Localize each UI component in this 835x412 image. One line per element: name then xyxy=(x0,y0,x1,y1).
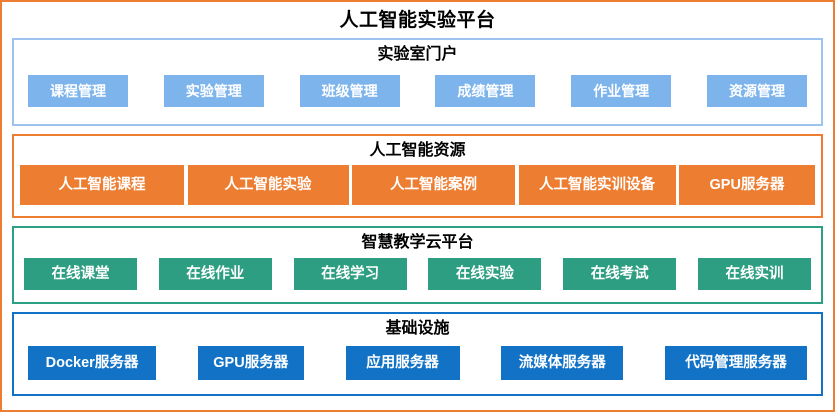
resource-item-ai-training-equipment[interactable]: 人工智能实训设备 xyxy=(518,165,676,205)
cloud-item-online-exam[interactable]: 在线考试 xyxy=(563,258,677,290)
layer-ai-resource-items: 人工智能课程 人工智能实验 人工智能案例 人工智能实训设备 GPU服务器 xyxy=(14,162,821,216)
layer-infrastructure-title: 基础设施 xyxy=(385,320,450,337)
cloud-item-online-learning[interactable]: 在线学习 xyxy=(293,258,407,290)
portal-item-experiment-management[interactable]: 实验管理 xyxy=(163,75,264,107)
layer-smart-teaching-cloud-title: 智慧教学云平台 xyxy=(361,234,474,251)
infra-item-docker-server[interactable]: Docker服务器 xyxy=(28,346,156,380)
layer-smart-teaching-cloud: 智慧教学云平台 在线课堂 在线作业 在线学习 在线实验 在线考试 在线实训 xyxy=(12,226,823,304)
layer-portal-items: 课程管理 实验管理 班级管理 成绩管理 作业管理 资源管理 xyxy=(14,66,821,124)
resource-item-ai-course[interactable]: 人工智能课程 xyxy=(20,165,184,205)
resource-item-ai-case[interactable]: 人工智能案例 xyxy=(352,165,515,205)
resource-item-ai-experiment[interactable]: 人工智能实验 xyxy=(187,165,349,205)
layer-portal: 实验室门户 课程管理 实验管理 班级管理 成绩管理 作业管理 资源管理 xyxy=(12,38,823,126)
layer-infrastructure-items: Docker服务器 GPU服务器 应用服务器 流媒体服务器 代码管理服务器 xyxy=(14,340,821,394)
layer-smart-teaching-cloud-items: 在线课堂 在线作业 在线学习 在线实验 在线考试 在线实训 xyxy=(14,254,821,302)
diagram-title: 人工智能实验平台 xyxy=(339,10,496,31)
layer-ai-resource-title: 人工智能资源 xyxy=(369,142,466,159)
resource-item-gpu-server[interactable]: GPU服务器 xyxy=(679,165,815,205)
portal-item-course-management[interactable]: 课程管理 xyxy=(28,75,128,107)
layer-portal-title: 实验室门户 xyxy=(377,46,458,63)
cloud-item-online-homework[interactable]: 在线作业 xyxy=(158,258,272,290)
portal-item-grade-management[interactable]: 成绩管理 xyxy=(435,75,536,107)
cloud-item-online-training[interactable]: 在线实训 xyxy=(697,258,811,290)
infra-item-streaming-media-server[interactable]: 流媒体服务器 xyxy=(501,346,624,380)
portal-item-resource-management[interactable]: 资源管理 xyxy=(706,75,807,107)
infra-item-application-server[interactable]: 应用服务器 xyxy=(345,346,460,380)
cloud-item-online-classroom[interactable]: 在线课堂 xyxy=(24,258,137,290)
portal-item-homework-management[interactable]: 作业管理 xyxy=(571,75,672,107)
infra-item-code-management-server[interactable]: 代码管理服务器 xyxy=(665,346,807,380)
portal-item-class-management[interactable]: 班级管理 xyxy=(299,75,400,107)
cloud-item-online-experiment[interactable]: 在线实验 xyxy=(428,258,542,290)
infra-item-gpu-server[interactable]: GPU服务器 xyxy=(197,346,304,380)
layer-infrastructure: 基础设施 Docker服务器 GPU服务器 应用服务器 流媒体服务器 代码管理服… xyxy=(12,312,823,396)
layer-ai-resource: 人工智能资源 人工智能课程 人工智能实验 人工智能案例 人工智能实训设备 GPU… xyxy=(12,134,823,218)
